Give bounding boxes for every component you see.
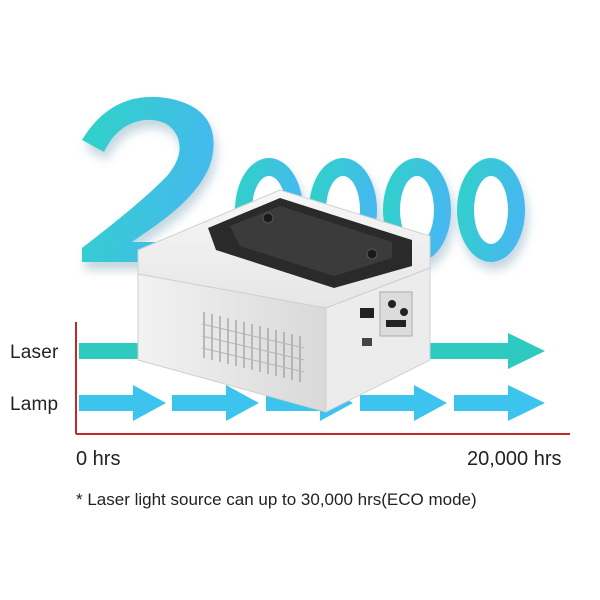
lamp-arrow-5 — [454, 385, 545, 421]
axis-start-label: 0 hrs — [76, 448, 121, 470]
row-label-lamp: Lamp — [10, 394, 59, 415]
projector-image — [130, 188, 440, 418]
row-label-laser: Laser — [10, 342, 59, 363]
footnote: * Laser light source can up to 30,000 hr… — [76, 490, 477, 509]
axis-end-label: 20,000 hrs — [467, 448, 562, 470]
